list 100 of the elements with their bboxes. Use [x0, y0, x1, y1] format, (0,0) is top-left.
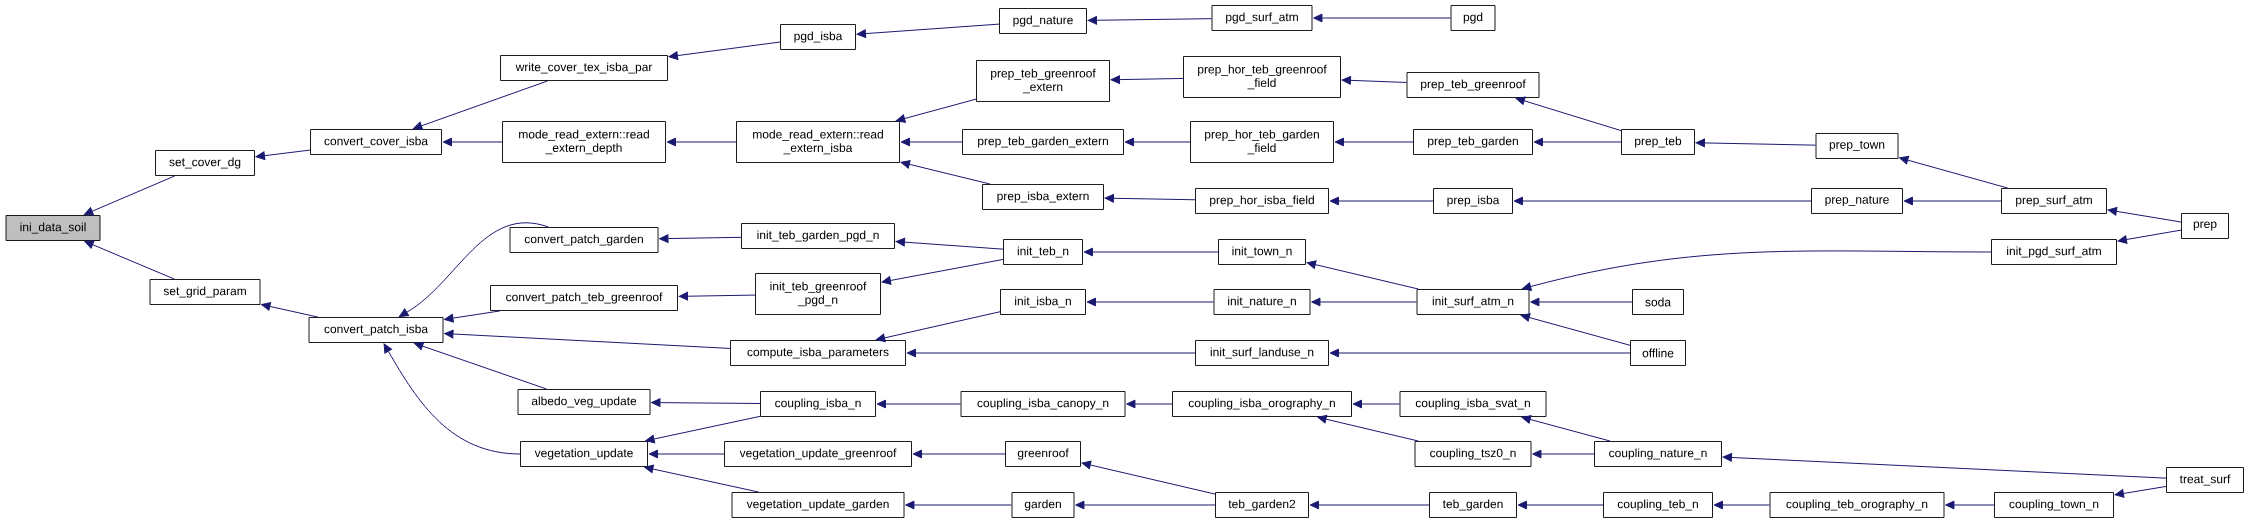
function-box: init_nature_n [1213, 289, 1311, 315]
function-box: init_surf_landuse_n [1195, 340, 1329, 366]
function-box: greenroof [1005, 441, 1081, 467]
function-box: prep_isba [1433, 188, 1513, 214]
function-box: pgd_surf_atm [1211, 5, 1313, 31]
arrow [444, 329, 731, 349]
arrow [1532, 449, 1595, 459]
arrow [1722, 453, 2167, 479]
function-box: coupling_isba_svat_n [1399, 391, 1547, 417]
arrow [648, 449, 725, 459]
function-box: prep_isba_extern [982, 184, 1104, 210]
function-box: prep_teb_greenroof [1406, 72, 1540, 98]
function-box: init_isba_n [1000, 289, 1086, 315]
arrow [1513, 196, 1812, 206]
function-box: prep_town [1815, 133, 1899, 159]
arrow [1306, 260, 1419, 290]
arrow [1110, 75, 1184, 84]
arrow [668, 41, 781, 60]
function-box: write_cover_tex_isba_par [500, 55, 668, 81]
function-box: teb_garden2 [1215, 492, 1309, 518]
arrow [261, 302, 319, 318]
function-box: coupling_isba_n [760, 391, 876, 417]
arrow [895, 237, 1004, 250]
arrow [444, 310, 501, 323]
arrow [1311, 297, 1418, 307]
arrow [1517, 500, 1604, 510]
arrow [1713, 500, 1771, 510]
arrow [905, 500, 1013, 510]
function-box: pgd_isba [780, 24, 856, 50]
arrow [1086, 297, 1215, 307]
function-box: coupling_teb_n [1603, 492, 1713, 518]
arrow [1124, 137, 1191, 147]
function-box: compute_isba_parameters [730, 340, 906, 366]
highlighted-function-box: ini_data_soil [5, 215, 101, 241]
function-box: garden [1011, 492, 1075, 518]
arrow [1695, 138, 1817, 148]
arrow [414, 341, 548, 390]
function-box: teb_garden [1429, 492, 1517, 518]
function-box: vegetation_update [520, 441, 648, 467]
arrow [912, 449, 1006, 459]
arrow [876, 399, 962, 409]
arrow [1075, 500, 1216, 510]
arrow [1945, 500, 1995, 510]
arrow [2114, 485, 2167, 498]
function-box: prep_surf_atm [2001, 188, 2107, 214]
function-box: mode_read_extern::read _extern_depth [502, 121, 666, 163]
arrow [651, 398, 761, 407]
function-box: init_teb_greenroof _pgd_n [755, 273, 881, 315]
arrow [856, 23, 1000, 38]
arrow [1309, 500, 1430, 510]
arrow [1352, 399, 1401, 409]
function-box: set_grid_param [149, 279, 261, 305]
function-box: prep_teb_garden [1413, 129, 1533, 155]
arrow [1081, 460, 1216, 495]
function-box: prep_hor_teb_garden _field [1190, 121, 1334, 163]
arrow [1515, 96, 1622, 132]
arrow [645, 415, 761, 444]
arrow [383, 343, 521, 455]
arrow [84, 240, 175, 280]
arrow [678, 291, 756, 301]
function-box: offline [1630, 340, 1686, 366]
arrow [1083, 247, 1219, 257]
function-box: coupling_nature_n [1594, 441, 1722, 467]
arrow [413, 80, 549, 130]
function-box: init_surf_atm_n [1416, 289, 1530, 315]
function-box: init_town_n [1218, 239, 1306, 265]
function-box: pgd [1450, 5, 1496, 31]
arrow [895, 98, 977, 123]
arrow [1313, 13, 1452, 23]
arrow [900, 160, 991, 185]
arrow [1126, 399, 1173, 409]
function-box: mode_read_extern::read _extern_isba [736, 121, 900, 163]
arrow [255, 149, 311, 161]
arrow [1329, 348, 1631, 358]
function-box: coupling_town_n [1994, 492, 2114, 518]
arrow [442, 137, 503, 147]
function-box: treat_surf [2166, 467, 2244, 493]
function-box: coupling_isba_orography_n [1172, 391, 1352, 417]
arrow [1899, 155, 2009, 189]
function-box: albedo_veg_update [517, 389, 651, 415]
arrow [2107, 207, 2182, 223]
function-box: soda [1632, 289, 1684, 315]
arrow [1329, 196, 1434, 206]
function-box: convert_patch_teb_greenroof [490, 285, 678, 311]
arrow [1530, 297, 1633, 307]
function-box: vegetation_update_garden [731, 492, 905, 518]
arrow [1533, 137, 1622, 147]
function-box: init_pgd_surf_atm [1991, 239, 2117, 265]
arrow [1521, 415, 1611, 442]
function-box: coupling_teb_orography_n [1769, 492, 1945, 518]
arrow [1334, 137, 1414, 147]
function-box: pgd_nature [999, 8, 1087, 34]
arrow [1522, 250, 1992, 291]
function-box: prep_hor_isba_field [1195, 188, 1329, 214]
function-box: prep [2181, 213, 2229, 239]
arrow [2117, 229, 2182, 244]
arrow [659, 234, 742, 243]
arrow [1104, 193, 1196, 203]
arrow [666, 137, 737, 147]
function-box: init_teb_n [1003, 239, 1083, 265]
